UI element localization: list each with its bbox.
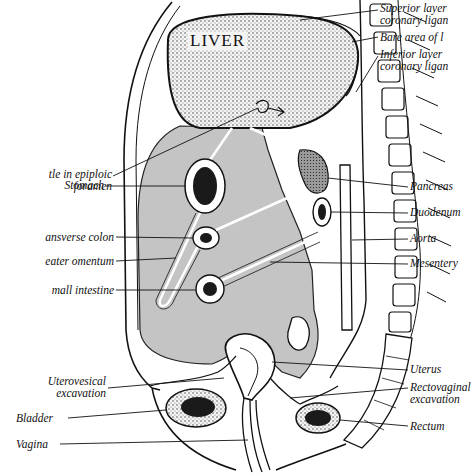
sacrum-segments — [364, 356, 409, 430]
uterine-cavity — [240, 348, 258, 396]
leader-lines — [60, 10, 408, 444]
part-label: Rectovaginal excavation — [410, 381, 474, 405]
greater-omentum-edge — [156, 213, 200, 309]
liver — [168, 14, 358, 128]
part-label: Stomach — [40, 179, 104, 191]
perineum — [152, 388, 346, 470]
part-label: mall intestine — [22, 284, 114, 296]
transverse-mesocolon — [216, 190, 305, 230]
pelvic-peritoneum — [150, 356, 338, 404]
rectum-lumen — [305, 410, 331, 426]
aorta — [340, 165, 352, 330]
part-label: Aorta — [410, 232, 472, 244]
part-label: Superior layer coronary ligan — [380, 2, 472, 26]
organ-name: LIVER — [188, 32, 247, 50]
vagina — [242, 398, 270, 472]
part-label: Pancreas — [410, 180, 472, 192]
bladder-lumen — [181, 397, 215, 417]
transverse-colon-lumen — [200, 233, 212, 243]
part-label: Rectum — [410, 420, 472, 432]
part-label: Inferior layer coronary ligan — [380, 48, 472, 72]
coronary-ligament — [300, 16, 360, 96]
part-label: Bladder — [16, 412, 76, 424]
duodenum — [313, 198, 331, 226]
bladder — [166, 389, 226, 427]
mesentery-edge — [218, 232, 320, 288]
part-label: Mesentery — [410, 257, 472, 269]
stomach-lumen — [193, 167, 217, 205]
sigmoid — [288, 317, 309, 350]
part-label: Uterus — [410, 363, 472, 375]
bristle-arrow — [256, 101, 284, 116]
part-label: eater omentum — [22, 255, 114, 267]
mesentery — [218, 236, 318, 282]
part-label: Vagina — [16, 438, 76, 450]
lesser-omentum — [210, 128, 300, 160]
body-wall — [124, 2, 172, 388]
part-label: Duodenum — [410, 206, 472, 218]
sacrum — [344, 334, 412, 448]
uterus — [225, 334, 274, 400]
rectum — [296, 403, 340, 433]
part-label: Bare area of l — [380, 31, 472, 43]
transverse-colon — [193, 227, 219, 249]
part-label: Uterovesical excavation — [30, 375, 106, 399]
greater-omentum — [160, 213, 200, 306]
small-intestine — [196, 275, 224, 303]
pancreas — [298, 150, 328, 193]
duodenum-lumen — [318, 204, 326, 220]
small-intestine-lumen — [203, 282, 217, 296]
part-label: ansverse colon — [22, 231, 114, 243]
stomach — [185, 159, 225, 213]
